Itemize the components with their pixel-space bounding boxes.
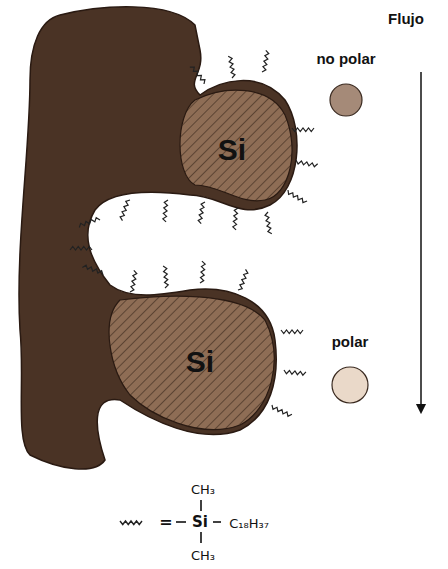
c18-chain [233,208,238,230]
c18-chain [265,212,272,234]
c18-chain [238,269,249,291]
methyl-group: CH₃ [191,482,215,497]
c18-chain [284,370,306,375]
analyte-circle: polar [326,331,374,407]
analyte-molecule [332,367,368,403]
analyte-label: polar [326,333,374,351]
flow-arrow [420,72,422,412]
element-label: Si [214,134,251,166]
silica-core: Si [182,344,219,380]
c18-chain [119,199,130,221]
c18-chain [271,405,292,417]
silica-lobe-lower [109,296,274,429]
alkyl-chain: C₁₈H₃₇ [229,516,269,531]
c18-chain-symbol [120,521,142,525]
c18-chain [198,201,205,223]
flow-label: Flujo [388,10,424,27]
c18-chain [228,56,235,78]
analyte-label: no polar [312,50,380,68]
formula-bonds [120,500,221,543]
analyte-circle-shape [328,82,364,118]
c18-chain [190,65,207,84]
c18-chain [70,247,92,251]
c18-chain [200,261,205,283]
analyte-molecule [330,84,362,116]
c18-chain [262,50,269,72]
c18-chain [82,264,104,275]
silica-core: Si [214,132,251,168]
element-label: Si [182,346,219,378]
silica-lobe-upper [180,90,292,201]
c18-chain [295,160,317,167]
analyte-circle: no polar [312,48,380,120]
c18-chains [70,50,318,417]
equals-sign: = [159,512,172,531]
c18-chain [78,217,100,228]
c18-chain [292,128,314,132]
methyl-group: CH₃ [191,548,215,563]
c18-chain [286,190,307,204]
silica-particle [19,7,297,469]
c18-chain [163,266,168,288]
silicon-atom: Si [192,513,208,531]
c18-chain [163,200,168,222]
c18-chain [130,270,137,292]
c18-chain [281,330,303,334]
analyte-circle-shape [330,365,370,405]
